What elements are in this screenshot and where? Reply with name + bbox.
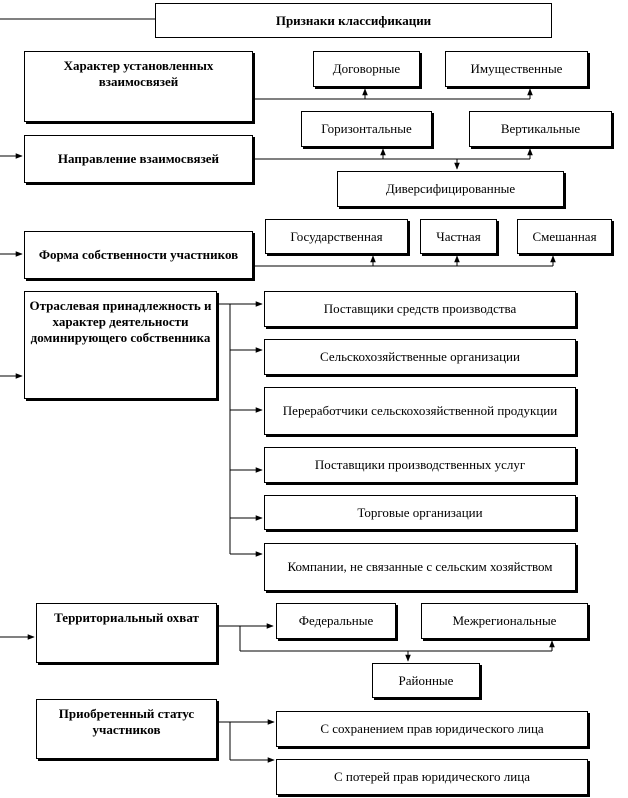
value-trade-orgs: Торговые организации bbox=[264, 495, 576, 530]
value-suppliers-means: Поставщики средств производства bbox=[264, 291, 576, 327]
criterion-relations-direction: Направление взаимосвязей bbox=[24, 135, 253, 183]
value-federal: Федеральные bbox=[276, 603, 396, 639]
value-lose-rights: С потерей прав юридического лица bbox=[276, 759, 588, 795]
value-interregional: Межрегиональные bbox=[421, 603, 588, 639]
value-contractual: Договорные bbox=[313, 51, 420, 87]
criterion-relations-character: Характер установленных взаимосвязей bbox=[24, 51, 253, 122]
criterion-industry: Отраслевая принадлежность и характер дея… bbox=[24, 291, 217, 399]
value-processors: Переработчики сельскохозяйственной проду… bbox=[264, 387, 576, 435]
diagram-title: Признаки классификации bbox=[155, 3, 552, 38]
value-keep-rights: С сохранением прав юридического лица bbox=[276, 711, 588, 747]
criterion-territory: Территориальный охват bbox=[36, 603, 217, 663]
value-vertical: Вертикальные bbox=[469, 111, 612, 147]
value-non-agri: Компании, не связанные с сельским хозяйс… bbox=[264, 543, 576, 591]
value-diversified: Диверсифицированные bbox=[337, 171, 564, 207]
value-district: Районные bbox=[372, 663, 480, 698]
value-service-suppliers: Поставщики производственных услуг bbox=[264, 447, 576, 483]
value-mixed: Смешанная bbox=[517, 219, 612, 254]
value-private: Частная bbox=[420, 219, 497, 254]
criterion-status: Приобретенный статус участников bbox=[36, 699, 217, 759]
value-state: Государственная bbox=[265, 219, 408, 254]
value-horizontal: Горизонтальные bbox=[301, 111, 432, 147]
criterion-ownership-form: Форма собственности участников bbox=[24, 231, 253, 279]
value-property: Имущественные bbox=[445, 51, 588, 87]
value-agri-orgs: Сельскохозяйственные организации bbox=[264, 339, 576, 375]
